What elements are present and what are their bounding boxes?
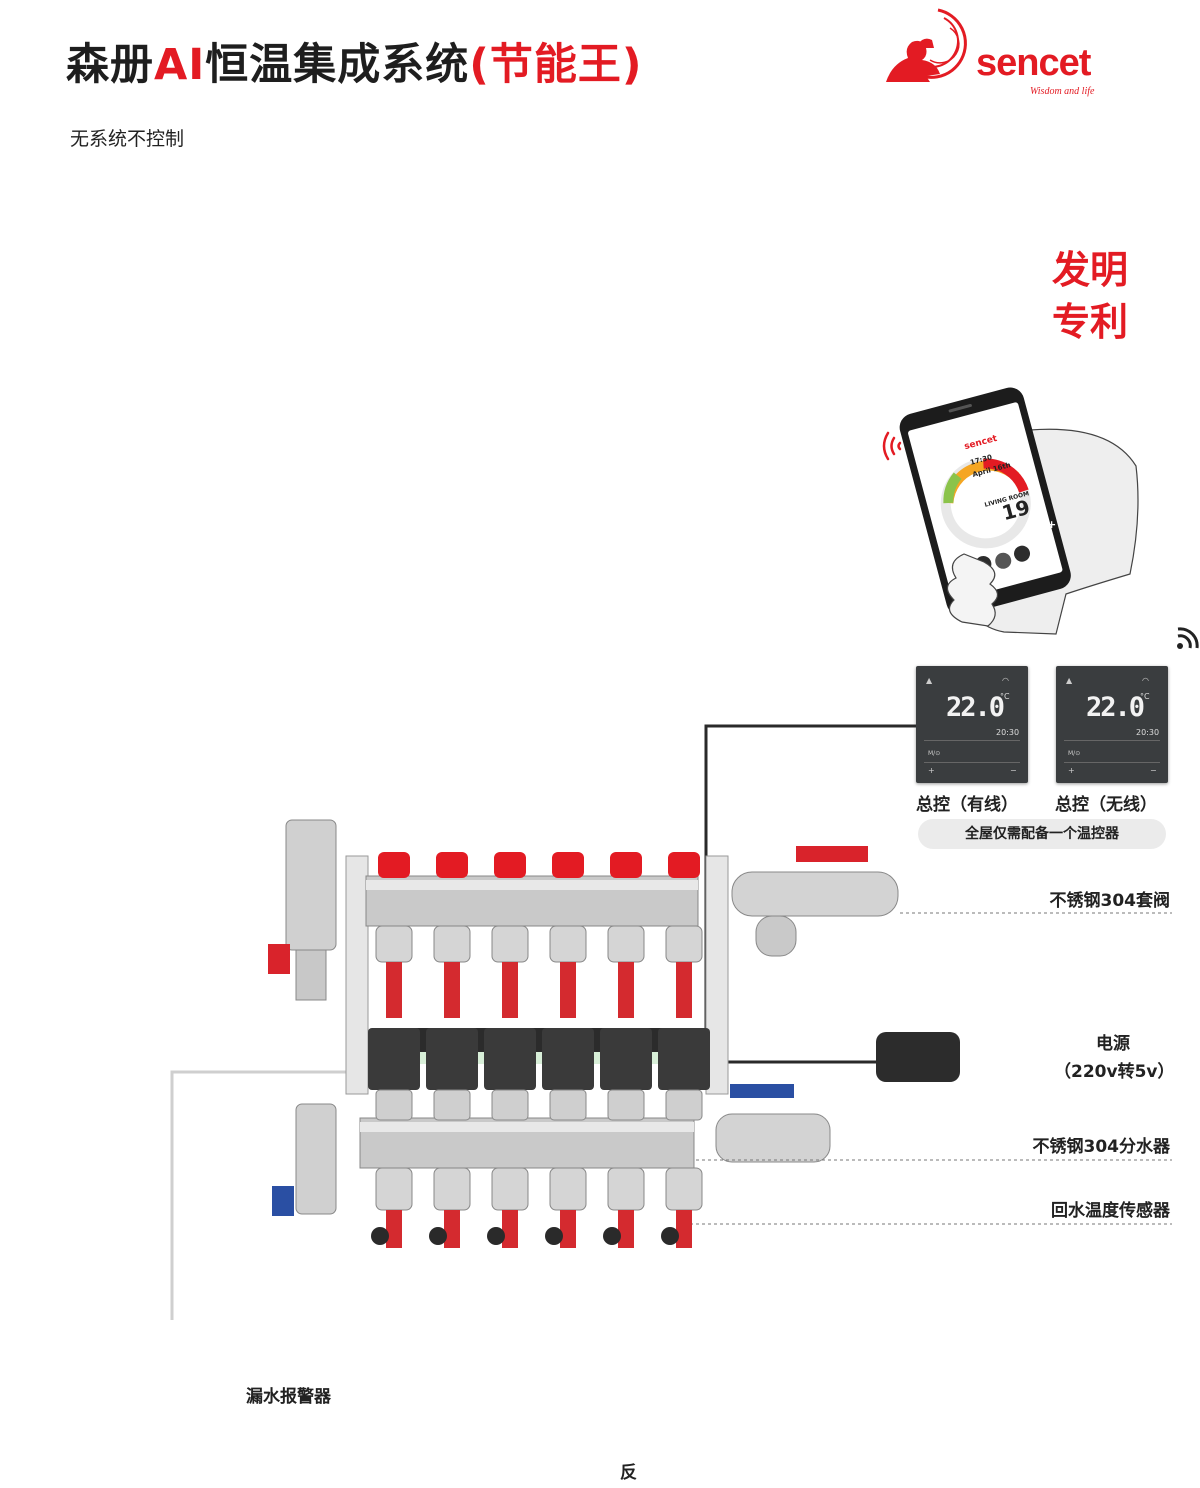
page-title: 森册AI恒温集成系统(节能王) — [66, 30, 643, 92]
top-fitting — [549, 925, 587, 963]
supply-pipe — [560, 962, 576, 1018]
temp-sensor — [371, 1227, 389, 1245]
return-pipe — [502, 1210, 518, 1248]
lock-icon: ▲ — [1066, 676, 1073, 685]
thermostat-wireless-label: 总控（无线） — [1055, 795, 1157, 815]
thermostat-unit: °C — [1000, 692, 1010, 701]
supply-pipe — [444, 962, 460, 1018]
wifi-icon — [1177, 627, 1199, 649]
top-fitting — [433, 925, 471, 963]
logo-tagline: Wisdom and life — [1030, 86, 1095, 97]
return-pipe — [676, 1210, 692, 1248]
thermostat-wired[interactable]: ▲ ◠ 22.0 °C 20:30 M/⊙ + − — [916, 666, 1028, 783]
temp-sensor — [603, 1227, 621, 1245]
top-fitting — [665, 925, 703, 963]
bottom-fitting — [375, 1167, 413, 1211]
lock-icon: ▲ — [926, 676, 933, 685]
bottom-fitting — [607, 1167, 645, 1211]
temp-sensor — [545, 1227, 563, 1245]
thermostat-time: 20:30 — [1136, 728, 1160, 737]
top-fitting — [607, 925, 645, 963]
page-footer: 反 — [620, 1463, 637, 1483]
supply-pipe — [676, 962, 692, 1018]
leak-detector-label: 漏水报警器 — [246, 1387, 331, 1407]
actuator — [600, 1028, 652, 1090]
title-brand: 森册 — [66, 40, 154, 90]
return-pipe — [618, 1210, 634, 1248]
power-label-line2: （220v转5v） — [1054, 1062, 1175, 1082]
phone-app-illustration: sencet 17:30 April 16th LIVING ROOM 19 −… — [880, 386, 1140, 636]
top-fitting — [491, 925, 529, 963]
flow-cap — [378, 852, 410, 878]
valve-label: 不锈钢304套阀 — [1049, 891, 1171, 911]
wifi-small-icon: ◠ — [1142, 676, 1149, 685]
app-minus-button[interactable]: − — [1014, 534, 1023, 545]
title-tag: (节能王) — [469, 40, 643, 90]
logo-wordmark: sencet — [976, 42, 1091, 84]
supply-pipe — [386, 962, 402, 1018]
manifold-illustration — [170, 724, 1172, 1320]
temp-sensor — [487, 1227, 505, 1245]
flow-cap — [610, 852, 642, 878]
thermostat-temp: 22.0 — [1086, 692, 1145, 723]
thermostat-time: 20:30 — [996, 728, 1020, 737]
thermostat-note: 全屋仅需配备一个温控器 — [918, 819, 1166, 849]
patent-line1: 发明 — [1051, 248, 1128, 292]
flow-cap — [436, 852, 468, 878]
plus-icon: + — [1068, 766, 1075, 775]
actuator-base — [665, 1089, 703, 1121]
bottom-fitting — [665, 1167, 703, 1211]
brand-logo: sencet Wisdom and life — [878, 2, 1148, 102]
actuator-base — [607, 1089, 645, 1121]
power-label: 电源 （220v转5v） — [1054, 1030, 1175, 1086]
bottom-fitting — [491, 1167, 529, 1211]
actuator — [542, 1028, 594, 1090]
app-plus-button[interactable]: + — [1047, 518, 1057, 531]
patent-line2: 专利 — [1051, 300, 1128, 344]
plus-icon: + — [928, 766, 935, 775]
thermostat-mode: M/⊙ — [1068, 750, 1081, 757]
flow-cap — [552, 852, 584, 878]
supply-pipe — [502, 962, 518, 1018]
patent-badge: 发明 专利 — [1040, 244, 1140, 348]
hand-holding-phone-icon — [899, 387, 1139, 635]
return-pipe — [386, 1210, 402, 1248]
return-pipe — [560, 1210, 576, 1248]
temp-sensor — [661, 1227, 679, 1245]
actuator — [484, 1028, 536, 1090]
minus-icon: − — [1150, 766, 1157, 775]
minus-icon: − — [1010, 766, 1017, 775]
thermostat-wired-label: 总控（有线） — [916, 795, 1018, 815]
temp-sensor — [429, 1227, 447, 1245]
power-label-line1: 电源 — [1096, 1034, 1130, 1054]
supply-pipe — [618, 962, 634, 1018]
actuator-base — [433, 1089, 471, 1121]
actuator-base — [491, 1089, 529, 1121]
actuator-base — [375, 1089, 413, 1121]
bottom-fitting — [433, 1167, 471, 1211]
wifi-small-icon: ◠ — [1002, 676, 1009, 685]
actuator — [658, 1028, 710, 1090]
sensor-label: 回水温度传感器 — [1051, 1201, 1170, 1221]
thermostat-wireless[interactable]: ▲ ◠ 22.0 °C 20:30 M/⊙ + − — [1056, 666, 1168, 783]
title-ai: AI — [154, 40, 206, 90]
actuator-base — [549, 1089, 587, 1121]
actuator — [368, 1028, 420, 1090]
bottom-fitting — [549, 1167, 587, 1211]
thermostat-unit: °C — [1140, 692, 1150, 701]
sencet-mascot-logo-icon — [886, 8, 967, 82]
power-adapter-icon — [876, 1032, 960, 1082]
top-fitting — [375, 925, 413, 963]
title-system: 恒温集成系统 — [205, 40, 470, 90]
page-subtitle: 无系统不控制 — [70, 128, 185, 150]
thermostat-temp: 22.0 — [946, 692, 1005, 723]
return-pipe — [444, 1210, 460, 1248]
actuator — [426, 1028, 478, 1090]
flow-cap — [494, 852, 526, 878]
thermostat-mode: M/⊙ — [928, 750, 941, 757]
signal-waves-icon — [882, 431, 902, 461]
flow-cap — [668, 852, 700, 878]
manifold-label: 不锈钢304分水器 — [1032, 1137, 1171, 1157]
